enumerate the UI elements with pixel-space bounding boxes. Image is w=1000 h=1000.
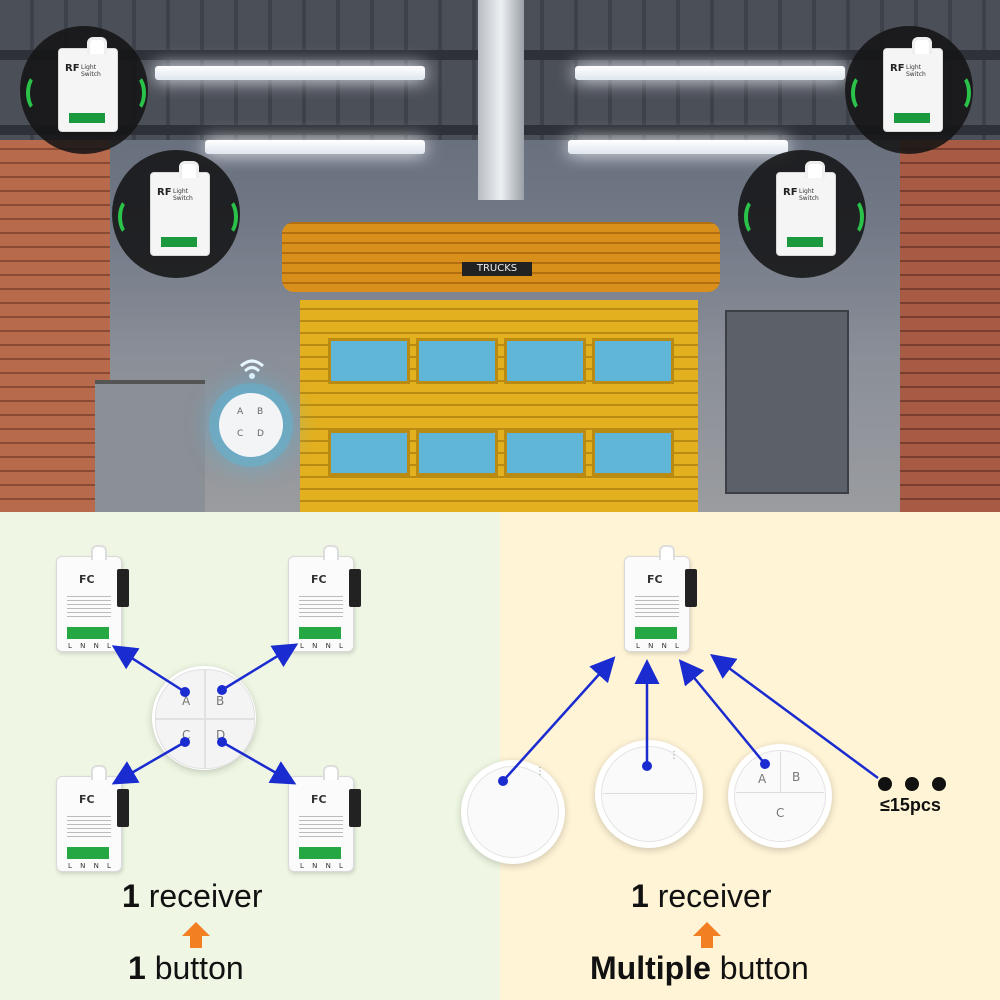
remote-key-c: C — [182, 728, 191, 742]
signal-wave-icon — [26, 74, 48, 112]
arrow-one-button — [502, 656, 616, 782]
terminal-label: L N N L — [636, 642, 682, 650]
terminal-block — [69, 113, 105, 123]
remote-key-b: B — [216, 694, 225, 708]
fc-mark: FC — [311, 573, 327, 586]
remote-key-a: A — [237, 407, 244, 417]
button-divider — [603, 793, 695, 794]
arrow-a — [111, 645, 186, 694]
signal-wave-icon — [216, 198, 238, 236]
antenna — [349, 569, 361, 607]
remote-key-c: C — [776, 806, 785, 820]
rf-light-switch-module: RF Light Switch — [883, 37, 943, 132]
receiver-module: FC L N N L — [624, 545, 697, 652]
max-remotes-label: ≤15pcs — [880, 795, 941, 815]
more-remotes-dots-icon — [878, 776, 959, 795]
ceiling-lamp — [568, 140, 788, 154]
left-receiver-caption: 1 receiver — [122, 878, 263, 914]
three-button-remote: A B C — [728, 744, 832, 848]
rf-light-switch-module: RF Light Switch — [150, 161, 210, 256]
brick-wall-right — [900, 140, 1000, 512]
receiver-module: FC L N N L — [56, 765, 129, 872]
terminal-label: L N N L — [68, 862, 114, 870]
rf-label: RF — [65, 63, 80, 74]
rf-label: RF — [157, 187, 172, 198]
module-circle: RF Light Switch — [112, 150, 240, 278]
remote-key-c: C — [237, 429, 244, 439]
receiver-module: FC L N N L — [288, 545, 361, 652]
garage-scene: TRUCKS RF Light Switch RF Light Switch — [0, 0, 1000, 512]
remote-key-d: D — [257, 429, 264, 439]
module-label: Light Switch — [799, 188, 819, 202]
ceiling-lamp — [155, 66, 425, 80]
antenna — [349, 789, 361, 827]
terminal-label: L N N L — [300, 862, 346, 870]
module-label: Light Switch — [81, 64, 101, 78]
rf-light-switch-module: RF Light Switch — [776, 161, 836, 256]
arrow-more — [709, 654, 879, 780]
module-circle: RF Light Switch — [20, 26, 148, 154]
fc-mark: FC — [311, 793, 327, 806]
two-button-remote: ⋮ — [595, 740, 703, 848]
ceiling-lamp — [205, 140, 425, 154]
rf-label: RF — [783, 187, 798, 198]
terminal-block — [787, 237, 823, 247]
arrow-b — [221, 643, 299, 692]
signal-wave-icon — [949, 74, 971, 112]
arrow-three-button — [678, 659, 766, 765]
terminal-block — [894, 113, 930, 123]
module-label: Light Switch — [173, 188, 193, 202]
module-label: Light Switch — [906, 64, 926, 78]
signal-wave-icon — [842, 198, 864, 236]
arrow-c — [111, 740, 186, 785]
indicator-dots-icon: ⋮ — [535, 766, 545, 777]
rf-label: RF — [890, 63, 905, 74]
remote-key-d: D — [216, 728, 226, 742]
remote-key-a: A — [182, 694, 191, 708]
indicator-dots-icon: ⋮ — [669, 750, 679, 761]
left-button-caption: 1 button — [128, 950, 244, 986]
receiver-module: FC L N N L — [56, 545, 129, 652]
rf-light-switch-module: RF Light Switch — [58, 37, 118, 132]
receiver-module: FC L N N L — [288, 765, 361, 872]
workbench — [95, 380, 205, 512]
signal-wave-icon — [118, 198, 140, 236]
four-button-remote: A B C D — [219, 393, 283, 457]
module-circle: RF Light Switch — [845, 26, 973, 154]
terminal-block — [161, 237, 197, 247]
vertical-lamp — [478, 0, 524, 200]
antenna — [685, 569, 697, 607]
fc-mark: FC — [79, 573, 95, 586]
brick-wall-left — [0, 140, 110, 512]
fc-mark: FC — [647, 573, 663, 586]
remote-button-b — [205, 669, 255, 719]
remote-key-b: B — [792, 770, 801, 784]
door-roller — [282, 222, 720, 292]
door-sign: TRUCKS — [462, 262, 532, 276]
remote-key-b: B — [257, 407, 264, 417]
terminal-label: L N N L — [300, 642, 346, 650]
antenna — [117, 789, 129, 827]
tool-panel — [725, 310, 849, 494]
terminal-label: L N N L — [68, 642, 114, 650]
signal-wave-icon — [124, 74, 146, 112]
arrow-d — [221, 740, 297, 785]
module-circle: RF Light Switch — [738, 150, 866, 278]
ceiling-lamp — [575, 66, 845, 80]
remote-key-a: A — [758, 772, 767, 786]
antenna — [117, 569, 129, 607]
garage-door — [300, 300, 698, 512]
one-button-remote: ⋮ — [461, 760, 565, 864]
signal-wave-icon — [851, 74, 873, 112]
right-button-caption: Multiple button — [590, 950, 809, 986]
signal-wave-icon — [744, 198, 766, 236]
fc-mark: FC — [79, 793, 95, 806]
right-receiver-caption: 1 receiver — [631, 878, 772, 914]
wifi-signal-icon — [239, 359, 265, 379]
